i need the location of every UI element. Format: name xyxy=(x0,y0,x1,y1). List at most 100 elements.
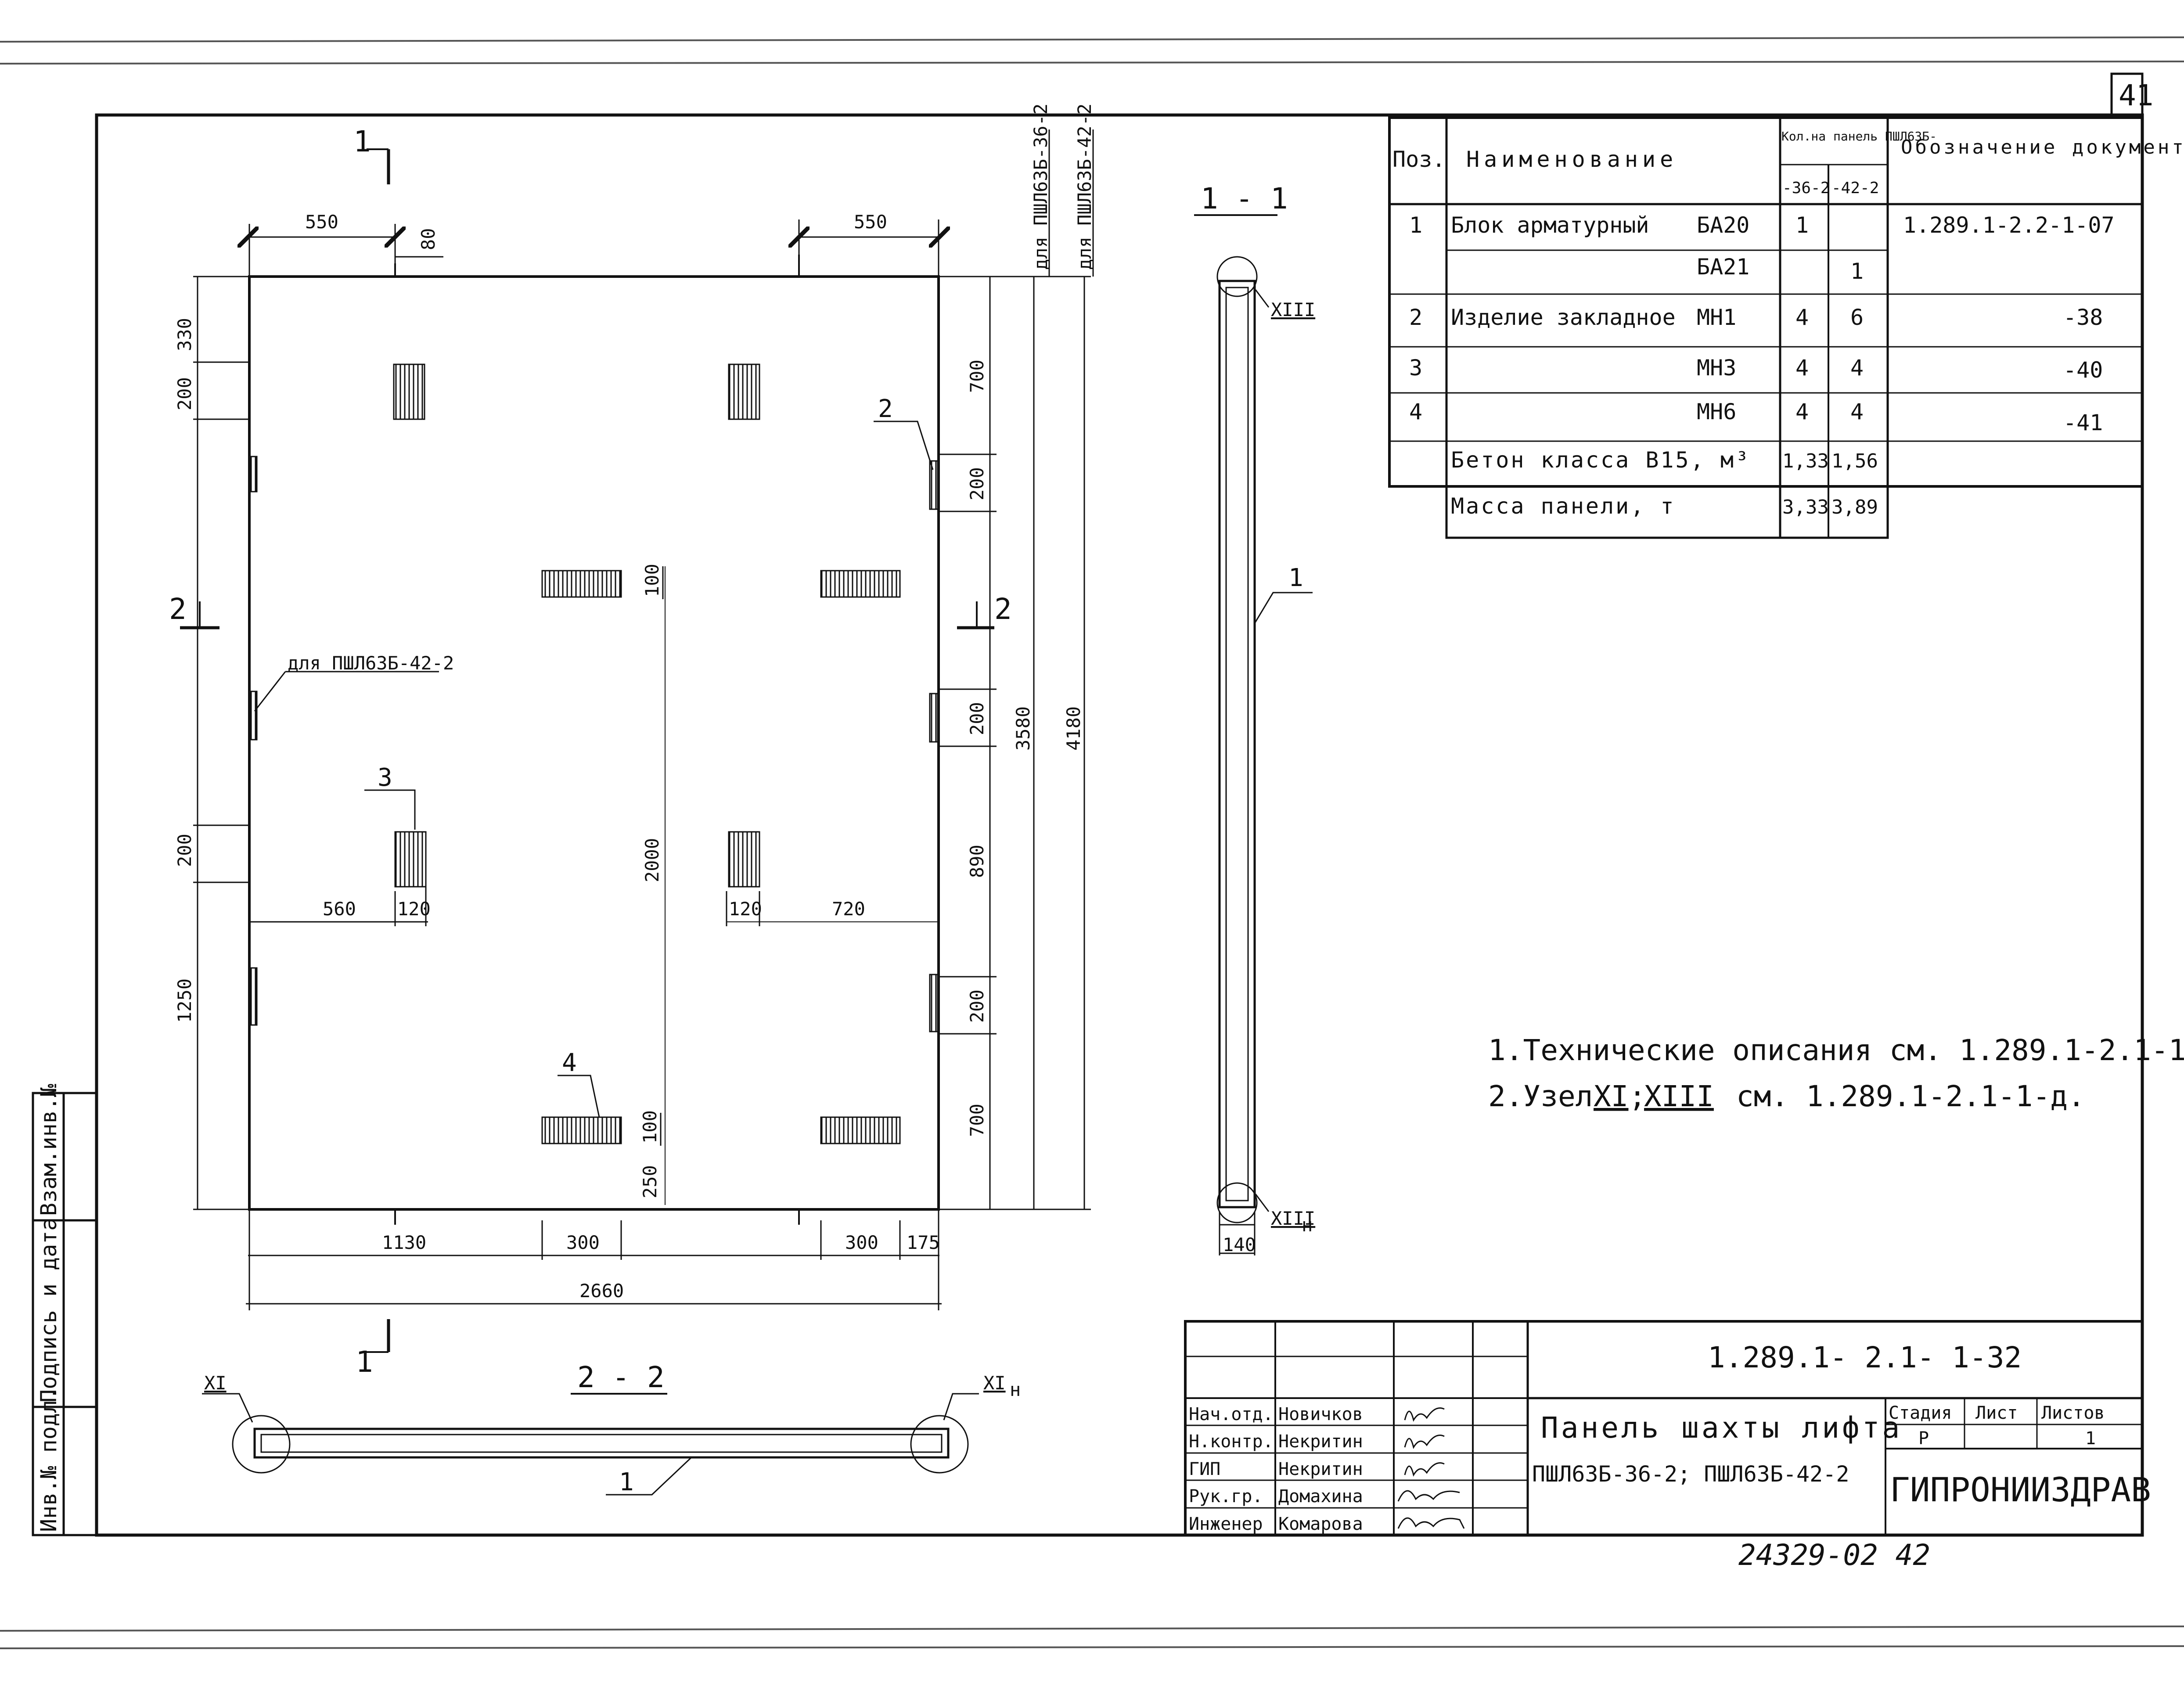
dim-b300b: 300 xyxy=(845,1232,878,1253)
tb-stage-h: Стадия xyxy=(1889,1403,1952,1423)
stamp-inv-podl: Инв.№ подл. xyxy=(36,1387,61,1532)
label-for-42: для ПШЛ63Б-42-2 xyxy=(1074,104,1095,270)
spec-r3-name: Изделие закладное xyxy=(1451,305,1676,330)
dim-top-left: 550 xyxy=(305,211,338,233)
spec-r5-q1: 4 xyxy=(1795,399,1809,424)
tb-role-2: Н.контр. xyxy=(1189,1431,1274,1452)
spec-concrete-q2: 1,56 xyxy=(1831,450,1878,472)
spec-h-name: Наименование xyxy=(1466,147,1677,172)
callout-2: 2 xyxy=(878,395,893,423)
note-2-a: 2.Узел xyxy=(1488,1079,1593,1113)
stamp-vzam-inv: Взам.инв.№ xyxy=(36,1084,61,1216)
title-block: 1.289.1- 2.1- 1-32 Нач.отд. Н.контр. ГИП… xyxy=(1189,1341,2151,1534)
dim-b300a: 300 xyxy=(566,1232,600,1253)
sheet-number: 41 xyxy=(2119,79,2153,112)
spec-r1-q1: 1 xyxy=(1795,212,1809,238)
item-mn1-r3 xyxy=(929,974,939,1032)
item-mn1-r1 xyxy=(929,460,939,510)
tb-name-3: Некритин xyxy=(1278,1459,1363,1479)
dim-r890: 890 xyxy=(966,845,988,878)
dim-h120b: 120 xyxy=(729,898,762,920)
dim-v4180: 4180 xyxy=(1063,706,1084,751)
item-mn1-l2 xyxy=(249,691,258,741)
dim-h720: 720 xyxy=(832,898,865,920)
spec-r3-pos: 2 xyxy=(1409,305,1422,330)
spec-concrete-q1: 1,33 xyxy=(1782,450,1829,472)
spec-h-q2: -42-2 xyxy=(1831,179,1879,197)
section22-title: 2 - 2 xyxy=(577,1360,665,1394)
spec-r4-q1: 4 xyxy=(1795,355,1809,381)
label-for-42-side: для ПШЛ63Б-42-2 xyxy=(288,652,454,674)
dim-v3580: 3580 xyxy=(1012,706,1034,751)
item-mn1-r2 xyxy=(929,693,939,743)
tb-name-4: Домахина xyxy=(1278,1486,1363,1507)
spec-r5-pos: 4 xyxy=(1409,399,1422,424)
tb-role-1: Нач.отд. xyxy=(1189,1404,1274,1424)
panel-outline xyxy=(248,275,940,1211)
dim-h120a: 120 xyxy=(397,898,431,920)
dimension-lines xyxy=(193,219,1091,1310)
dim-r200c: 200 xyxy=(966,989,988,1023)
spec-h-doc: Обозначение документа xyxy=(1901,136,2184,158)
tb-sheets: 1 xyxy=(2085,1428,2096,1449)
spec-r2-mark: БА21 xyxy=(1697,254,1749,280)
tb-title-1: Панель шахты лифта xyxy=(1541,1411,1902,1445)
note-1: 1.Технические описания см. 1.289.1-2.1-1… xyxy=(1488,1033,2184,1067)
dim-l200a: 200 xyxy=(174,377,195,410)
spec-r4-mark: МН3 xyxy=(1697,355,1736,381)
item-mn6-2 xyxy=(820,570,901,598)
spec-r1-pos: 1 xyxy=(1409,212,1422,238)
spec-h-q1: -36-2 xyxy=(1782,179,1830,197)
title-block-grid xyxy=(1184,1320,2144,1536)
spec-r2-q2: 1 xyxy=(1850,259,1864,284)
item-mn1-l3 xyxy=(249,967,258,1026)
sheet-frame xyxy=(95,72,2144,1537)
item-mn3-2 xyxy=(728,363,760,420)
dim-b1130: 1130 xyxy=(382,1232,426,1253)
scan-edge-lines xyxy=(0,36,2184,1649)
spec-table: Поз. Наименование Кол.на панель ПШЛ63Б- … xyxy=(1392,129,2184,519)
section11-title: 1 - 1 xyxy=(1201,182,1288,216)
tb-title-2: ПШЛ63Б-36-2; ПШЛ63Б-42-2 xyxy=(1532,1461,1849,1487)
item-mn6-4 xyxy=(820,1116,901,1144)
tb-name-2: Некритин xyxy=(1278,1431,1363,1452)
callout-4: 4 xyxy=(562,1049,577,1077)
item-mn3-4 xyxy=(728,831,760,888)
dim-r100a: 100 xyxy=(641,564,663,597)
dim-top-right: 550 xyxy=(854,211,887,233)
tb-code: 1.289.1- 2.1- 1-32 xyxy=(1708,1341,2022,1374)
spec-r3-q2: 6 xyxy=(1850,305,1864,330)
panel-plan xyxy=(248,255,940,1225)
section-marks xyxy=(180,148,994,1353)
bottom-code: 24329-02 42 xyxy=(1738,1538,1930,1572)
section11-node-bottom-suffix: н xyxy=(1302,1214,1313,1236)
spec-mass-q2: 3,89 xyxy=(1831,496,1878,518)
dimension-texts: 550 80 550 330 200 200 1250 700 200 100 … xyxy=(174,211,1084,1302)
dim-r700a: 700 xyxy=(966,360,988,393)
section11-node-top: XIII xyxy=(1271,299,1315,320)
item-mn6-1 xyxy=(541,570,622,598)
stamp-podpis-data: Подпись и дата xyxy=(36,1218,61,1403)
tb-name-1: Новичков xyxy=(1278,1404,1363,1424)
tb-sheet-h: Лист xyxy=(1975,1403,2018,1423)
section22-node-left: XI xyxy=(204,1372,227,1394)
spec-r5-mark: МН6 xyxy=(1697,399,1736,424)
spec-r5-doc: -41 xyxy=(2063,410,2103,435)
dim-h560: 560 xyxy=(323,898,356,920)
section-1-top: 1 xyxy=(353,125,371,158)
dim-v2000: 2000 xyxy=(641,838,663,882)
tb-role-4: Рук.гр. xyxy=(1189,1486,1263,1507)
dim-top-80: 80 xyxy=(417,228,439,250)
dim-r700b: 700 xyxy=(966,1104,988,1137)
dim-l1250: 1250 xyxy=(174,978,195,1023)
dim-l330: 330 xyxy=(174,318,195,351)
note-2-xiii: XIII xyxy=(1644,1079,1714,1113)
note-2-xi: XI xyxy=(1594,1079,1628,1113)
dim-r100b: 100 xyxy=(639,1110,661,1144)
item-mn1-l1 xyxy=(249,456,258,493)
spec-mass-q1: 3,33 xyxy=(1782,496,1829,518)
spec-r1-name: Блок арматурный xyxy=(1451,212,1649,238)
spec-r4-q2: 4 xyxy=(1850,355,1864,381)
dim-b2660: 2660 xyxy=(579,1280,624,1302)
